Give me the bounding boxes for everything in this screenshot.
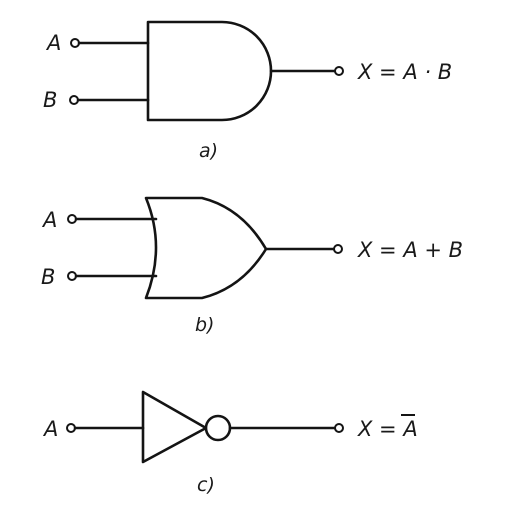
or-output-terminal (333, 244, 343, 254)
and-output-terminal (334, 66, 344, 76)
not-gate-triangle (141, 390, 208, 464)
not-output-terminal (334, 423, 344, 433)
and-gate-symbol (146, 20, 273, 122)
and-caption: a) (199, 140, 218, 162)
not-caption: c) (197, 474, 215, 496)
not-output-expression: X = A (357, 417, 418, 441)
or-gate-group: A B X = A + B b) (41, 196, 463, 336)
or-input-b-label: B (41, 265, 55, 289)
not-inversion-bubble (204, 414, 232, 442)
or-output-expression: X = A + B (357, 238, 463, 262)
or-caption: b) (195, 314, 214, 336)
not-output-variable: A (401, 417, 417, 441)
and-gate-group: A B X = A · B a) (43, 20, 452, 162)
or-gate-symbol (144, 196, 268, 300)
or-input-a-label: A (41, 208, 57, 232)
not-gate-group: A X = A c) (42, 390, 418, 496)
and-input-b-label: B (43, 88, 57, 112)
not-output-prefix: X = (357, 417, 403, 441)
not-input-a-label: A (42, 417, 58, 441)
and-input-a-label: A (45, 31, 61, 55)
and-output-expression: X = A · B (357, 60, 452, 84)
